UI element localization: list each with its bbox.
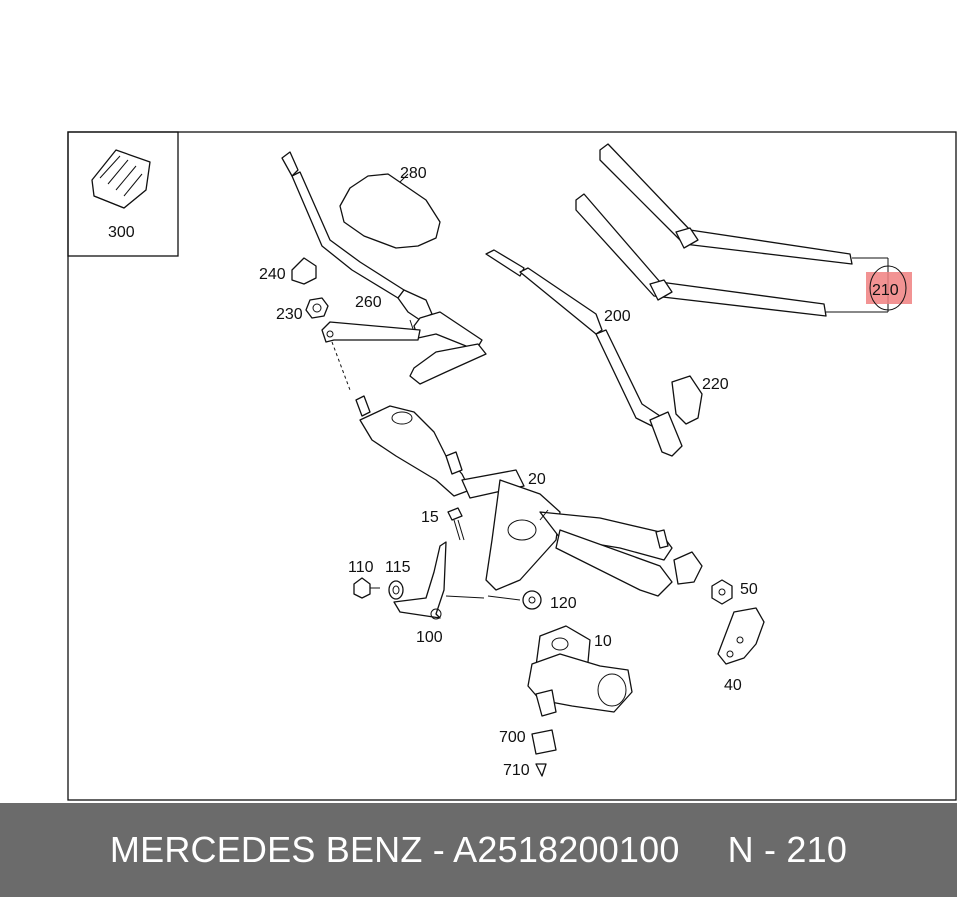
label-710: 710 (503, 762, 530, 779)
part-50-nut (711, 579, 733, 605)
label-100: 100 (416, 629, 443, 646)
label-115: 115 (385, 559, 411, 576)
part-10-wiper-motor (527, 625, 633, 717)
label-120: 120 (550, 595, 577, 612)
parts-diagram: 300 280 240 230 260 200 220 210 20 15 11… (67, 131, 957, 801)
part-280-cover (339, 173, 441, 249)
part-700-connector (531, 729, 557, 755)
footer-ref-number: N - 210 (727, 829, 848, 870)
label-300: 300 (108, 224, 135, 241)
part-260-lever (321, 321, 421, 343)
part-200-wiper-arm-right (485, 249, 683, 457)
footer-banner: MERCEDES BENZ - A2518200100 N - 210 (0, 803, 957, 897)
footer-part-number: MERCEDES BENZ - A2518200100 (109, 829, 680, 870)
label-10: 10 (594, 633, 612, 650)
label-15: 15 (421, 509, 439, 526)
label-40: 40 (724, 677, 742, 694)
label-260: 260 (355, 294, 382, 311)
circle-210 (869, 265, 907, 311)
label-50: 50 (740, 581, 758, 598)
part-210-wiper-blades (575, 143, 889, 317)
part-115-washer (388, 580, 404, 600)
part-100-bracket (393, 541, 447, 620)
label-230: 230 (276, 306, 303, 323)
part-20-wiper-frame (461, 469, 703, 597)
part-240-cap (291, 257, 317, 285)
part-260-wiper-arm-left (281, 151, 487, 385)
diagram-frame (67, 131, 957, 801)
part-15-bolt (447, 507, 465, 541)
label-240: 240 (259, 266, 286, 283)
inset-frame (67, 131, 179, 257)
part-220-cap (671, 375, 703, 425)
part-300-connector (91, 149, 151, 209)
label-280: 280 (400, 165, 427, 182)
label-220: 220 (702, 376, 729, 393)
part-110-bolt (353, 577, 380, 599)
label-110: 110 (348, 559, 374, 576)
label-700: 700 (499, 729, 526, 746)
part-710-pin (535, 763, 547, 777)
part-120-nut (522, 590, 542, 610)
label-200: 200 (604, 308, 631, 325)
label-210: 210 (872, 282, 899, 299)
part-230-nut (305, 297, 329, 319)
part-20-linkage-left (355, 395, 471, 497)
part-40-bracket (717, 607, 765, 665)
label-20: 20 (528, 471, 546, 488)
